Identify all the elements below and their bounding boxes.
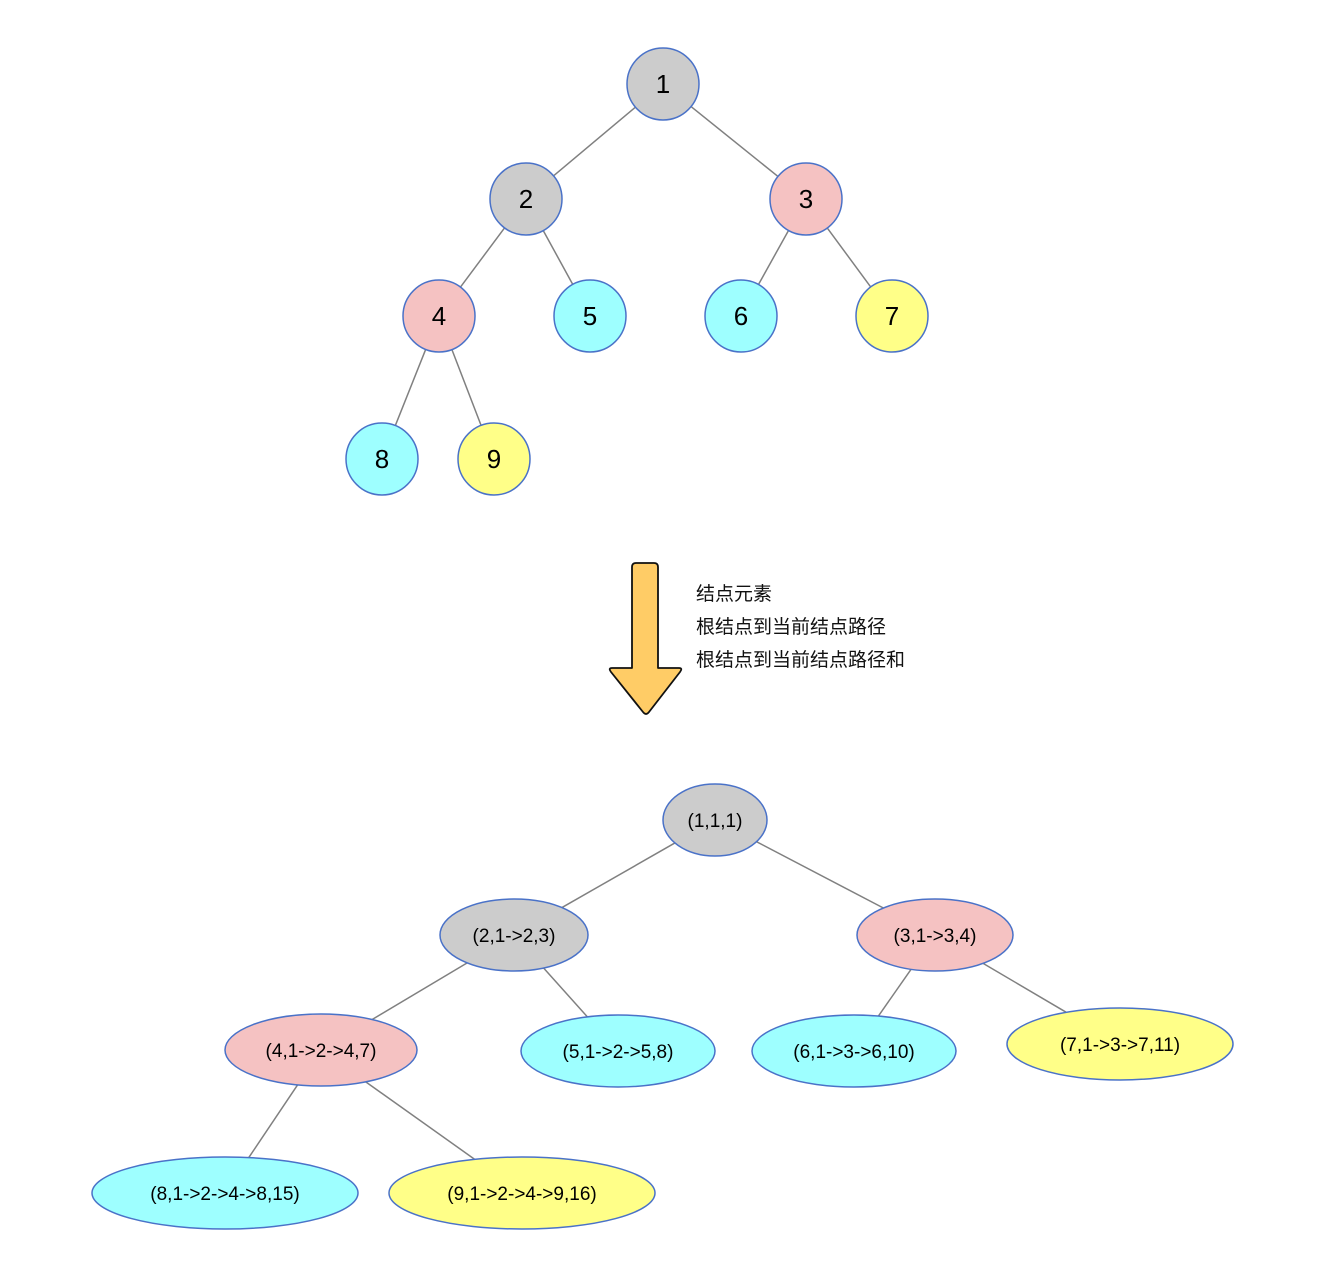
top-edge-2-4 bbox=[459, 227, 506, 288]
bottom-node-8: (8,1->2->4->8,15) bbox=[91, 1156, 359, 1230]
caption-line-path: 根结点到当前结点路径 bbox=[696, 616, 887, 638]
bottom-node-7-label: (7,1->3->7,11) bbox=[1060, 1035, 1180, 1056]
bottom-node-1: (1,1,1) bbox=[662, 783, 768, 857]
bottom-node-2: (2,1->2,3) bbox=[439, 898, 589, 972]
top-edge-1-2 bbox=[553, 106, 636, 177]
bottom-node-1-shape bbox=[662, 783, 768, 857]
top-node-5-shape bbox=[553, 279, 627, 353]
bottom-node-5: (5,1->2->5,8) bbox=[520, 1014, 716, 1088]
bottom-edge-3-6 bbox=[877, 968, 912, 1017]
bottom-node-4-label: (4,1->2->4,7) bbox=[266, 1041, 377, 1062]
top-tree-edges bbox=[394, 105, 872, 426]
bottom-node-4-shape bbox=[224, 1013, 418, 1087]
top-node-2-label: 2 bbox=[519, 184, 533, 214]
top-node-4-shape bbox=[402, 279, 476, 353]
bottom-node-2-label: (2,1->2,3) bbox=[473, 926, 556, 947]
top-node-6-shape bbox=[704, 279, 778, 353]
bottom-tree-nodes: (1,1,1) (2,1->2,3) (3,1->3,4) (4,1->2->4,7)… bbox=[91, 783, 1234, 1230]
top-node-9-shape bbox=[457, 422, 531, 496]
caption-line-path-sum: 根结点到当前结点路径和 bbox=[696, 649, 906, 671]
top-edge-2-5 bbox=[542, 230, 574, 285]
bottom-node-8-label: (8,1->2->4->8,15) bbox=[150, 1184, 299, 1205]
top-tree-nodes: 1 2 3 4 5 6 7 8 9 bbox=[345, 47, 929, 496]
bottom-node-9-label: (9,1->2->4->9,16) bbox=[447, 1184, 596, 1205]
bottom-edge-2-4 bbox=[371, 962, 468, 1021]
bottom-edge-4-8 bbox=[248, 1084, 299, 1158]
bottom-tree-edges bbox=[248, 841, 1067, 1160]
top-node-9-label: 9 bbox=[487, 444, 501, 474]
top-node-3: 3 bbox=[769, 162, 843, 236]
bottom-node-7: (7,1->3->7,11) bbox=[1006, 1007, 1234, 1081]
top-node-7: 7 bbox=[855, 279, 929, 353]
bottom-node-7-shape bbox=[1006, 1007, 1234, 1081]
top-node-8-shape bbox=[345, 422, 419, 496]
top-node-6: 6 bbox=[704, 279, 778, 353]
top-node-3-shape bbox=[769, 162, 843, 236]
bottom-node-5-shape bbox=[520, 1014, 716, 1088]
down-arrow-icon bbox=[608, 562, 683, 715]
top-node-2: 2 bbox=[489, 162, 563, 236]
bottom-edge-3-7 bbox=[982, 962, 1067, 1013]
bottom-node-3-shape bbox=[856, 898, 1014, 972]
bottom-node-3: (3,1->3,4) bbox=[856, 898, 1014, 972]
top-node-8-label: 8 bbox=[375, 444, 389, 474]
bottom-edge-1-3 bbox=[756, 841, 884, 909]
top-node-1: 1 bbox=[626, 47, 700, 121]
top-node-2-shape bbox=[489, 162, 563, 236]
bottom-edge-1-2 bbox=[561, 842, 676, 909]
bottom-node-5-label: (5,1->2->5,8) bbox=[563, 1042, 674, 1063]
top-node-4-label: 4 bbox=[432, 301, 446, 331]
top-node-5-label: 5 bbox=[583, 301, 597, 331]
bottom-edge-2-5 bbox=[543, 967, 588, 1018]
top-node-7-label: 7 bbox=[885, 301, 899, 331]
top-edge-4-9 bbox=[451, 349, 482, 426]
bottom-node-6: (6,1->3->6,10) bbox=[751, 1014, 957, 1088]
bottom-node-9: (9,1->2->4->9,16) bbox=[388, 1156, 656, 1230]
bottom-node-6-shape bbox=[751, 1014, 957, 1088]
top-node-8: 8 bbox=[345, 422, 419, 496]
bottom-edge-4-9 bbox=[365, 1081, 476, 1160]
top-node-7-shape bbox=[855, 279, 929, 353]
top-node-1-label: 1 bbox=[656, 69, 670, 99]
bottom-node-4: (4,1->2->4,7) bbox=[224, 1013, 418, 1087]
top-edge-3-7 bbox=[826, 227, 872, 288]
bottom-node-8-shape bbox=[91, 1156, 359, 1230]
top-node-5: 5 bbox=[553, 279, 627, 353]
bottom-node-2-shape bbox=[439, 898, 589, 972]
top-edge-4-8 bbox=[394, 349, 427, 426]
top-node-9: 9 bbox=[457, 422, 531, 496]
top-node-1-shape bbox=[626, 47, 700, 121]
arrow-caption: 结点元素 根结点到当前结点路径 根结点到当前结点路径和 bbox=[696, 578, 905, 677]
top-node-3-label: 3 bbox=[799, 184, 813, 214]
bottom-node-6-label: (6,1->3->6,10) bbox=[793, 1042, 914, 1063]
bottom-node-1-label: (1,1,1) bbox=[688, 811, 743, 832]
bottom-node-3-label: (3,1->3,4) bbox=[894, 926, 977, 947]
caption-line-node-element: 结点元素 bbox=[696, 583, 773, 605]
top-node-4: 4 bbox=[402, 279, 476, 353]
top-edge-1-3 bbox=[690, 105, 779, 178]
top-node-6-label: 6 bbox=[734, 301, 748, 331]
top-edge-3-6 bbox=[757, 230, 790, 285]
bottom-node-9-shape bbox=[388, 1156, 656, 1230]
